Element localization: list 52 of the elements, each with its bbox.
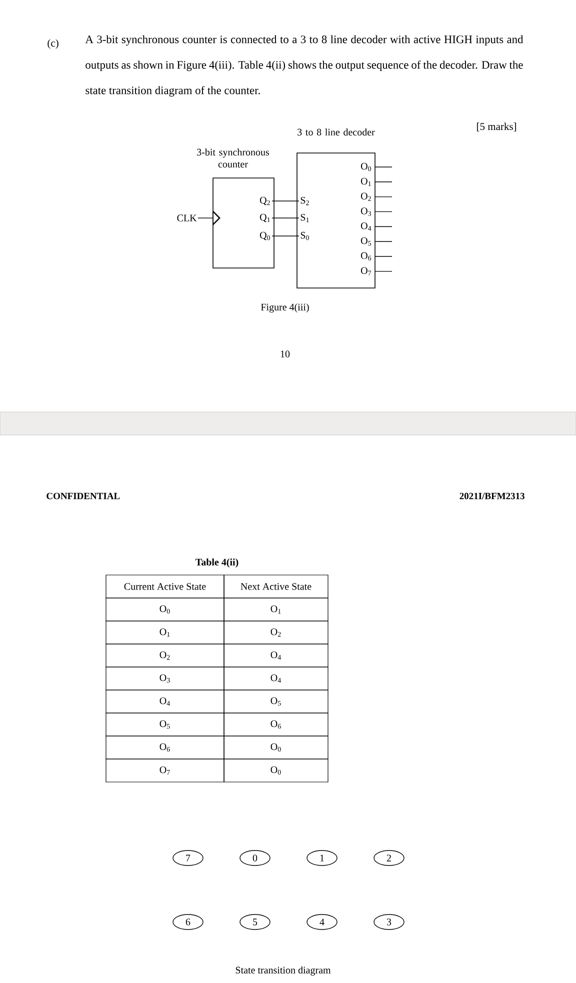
pin-label: O$_{2}$	[361, 192, 371, 201]
page-number: 10	[280, 350, 290, 358]
block-heading: 3-bit synchronous counter	[197, 148, 270, 168]
table-cell: O$_{3}$	[106, 666, 224, 690]
pin-label: O$_{3}$	[361, 208, 372, 216]
table-cell: O$_{2}$	[106, 644, 224, 668]
table-cell: O$_{5}$	[224, 690, 328, 714]
table-cell: O$_{0}$	[106, 598, 224, 622]
pin-label: O$_{0}$	[361, 162, 372, 172]
table-cell: O$_{6}$	[224, 712, 328, 736]
table-cell: O$_{6}$	[106, 736, 224, 760]
header-text: CONFIDENTIAL	[46, 492, 120, 500]
marks-label: [5 marks]	[477, 122, 516, 132]
pin-label: S$_{1}$	[300, 214, 309, 222]
diagram-caption: State transition diagram	[236, 966, 331, 976]
pin-label: O$_{1}$	[361, 178, 371, 186]
connection-line	[272, 200, 300, 202]
table-cell: O$_{4}$	[224, 666, 328, 690]
pin-label: Q$_{1}$	[260, 214, 270, 222]
table-header-cell: Current Active State	[106, 574, 224, 598]
pin-label: Q$_{2}$	[260, 196, 270, 206]
table-cell: O$_{1}$	[224, 598, 328, 622]
pin-label: S$_{0}$	[300, 232, 309, 240]
table-header-cell: Next Active State	[224, 574, 328, 598]
output-line	[374, 196, 392, 198]
question-label: (c)	[48, 39, 58, 49]
output-line	[374, 270, 392, 272]
pin-label: O$_{7}$	[361, 267, 372, 276]
table-cell: O$_{4}$	[106, 690, 224, 714]
table-cell: O$_{2}$	[224, 620, 328, 644]
table-caption: Table 4(ii)	[196, 558, 238, 568]
clock-label: CLK	[177, 214, 197, 222]
table-cell: O$_{5}$	[106, 712, 224, 736]
block-heading: 3 to 8 line decoder	[298, 128, 375, 136]
table-cell: O$_{4}$	[224, 644, 328, 668]
figure-caption: Figure 4(iii)	[260, 303, 309, 313]
pin-label: S$_{2}$	[300, 196, 309, 206]
pin-label: O$_{6}$	[361, 252, 372, 260]
table-cell: O$_{0}$	[224, 758, 328, 782]
table-cell: O$_{1}$	[106, 620, 224, 644]
output-line	[374, 211, 392, 212]
question-text: A 3-bit synchronous counter is connected to a 3 to 8 line decoder with active HIGH inputs and outputs as shown in Figure 4(iii). Table 4(ii) shows the output sequence of the decoder. Draw the state transition diagram of the counter.	[85, 35, 524, 97]
output-line	[374, 166, 392, 168]
output-line	[374, 256, 392, 257]
output-line	[374, 241, 392, 242]
output-line	[374, 226, 392, 227]
table-cell: O$_{0}$	[224, 736, 328, 760]
pin-label: Q$_{0}$	[260, 232, 270, 240]
pin-label: O$_{4}$	[361, 222, 372, 231]
table-cell: O$_{7}$	[106, 758, 224, 782]
pin-label: O$_{5}$	[361, 237, 372, 246]
header-text: 2021I/BFM2313	[460, 492, 524, 500]
